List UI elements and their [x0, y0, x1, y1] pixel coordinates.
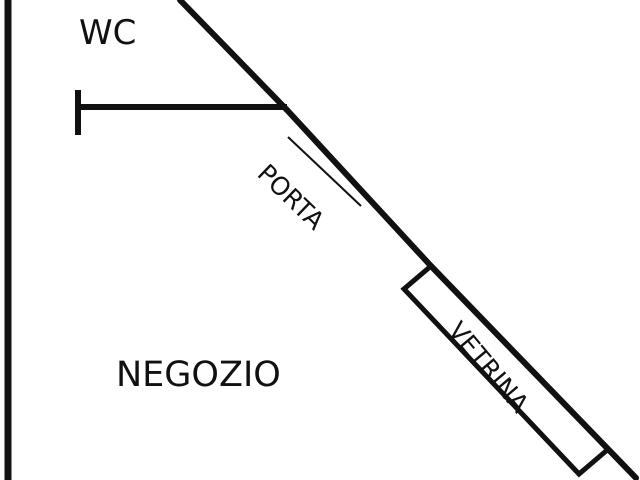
diagonal-wall-lower: [428, 263, 639, 480]
shop-label: NEGOZIO: [116, 355, 281, 395]
diagonal-wall-upper: [177, 0, 290, 113]
door-marker: [287, 136, 362, 207]
shop-window-label: VETRINA: [442, 316, 534, 418]
door-label: PORTA: [252, 158, 330, 235]
wc-label: WC: [79, 13, 136, 53]
shop-window-outline: [400, 264, 608, 478]
diagonal-wall-middle: [284, 107, 434, 269]
